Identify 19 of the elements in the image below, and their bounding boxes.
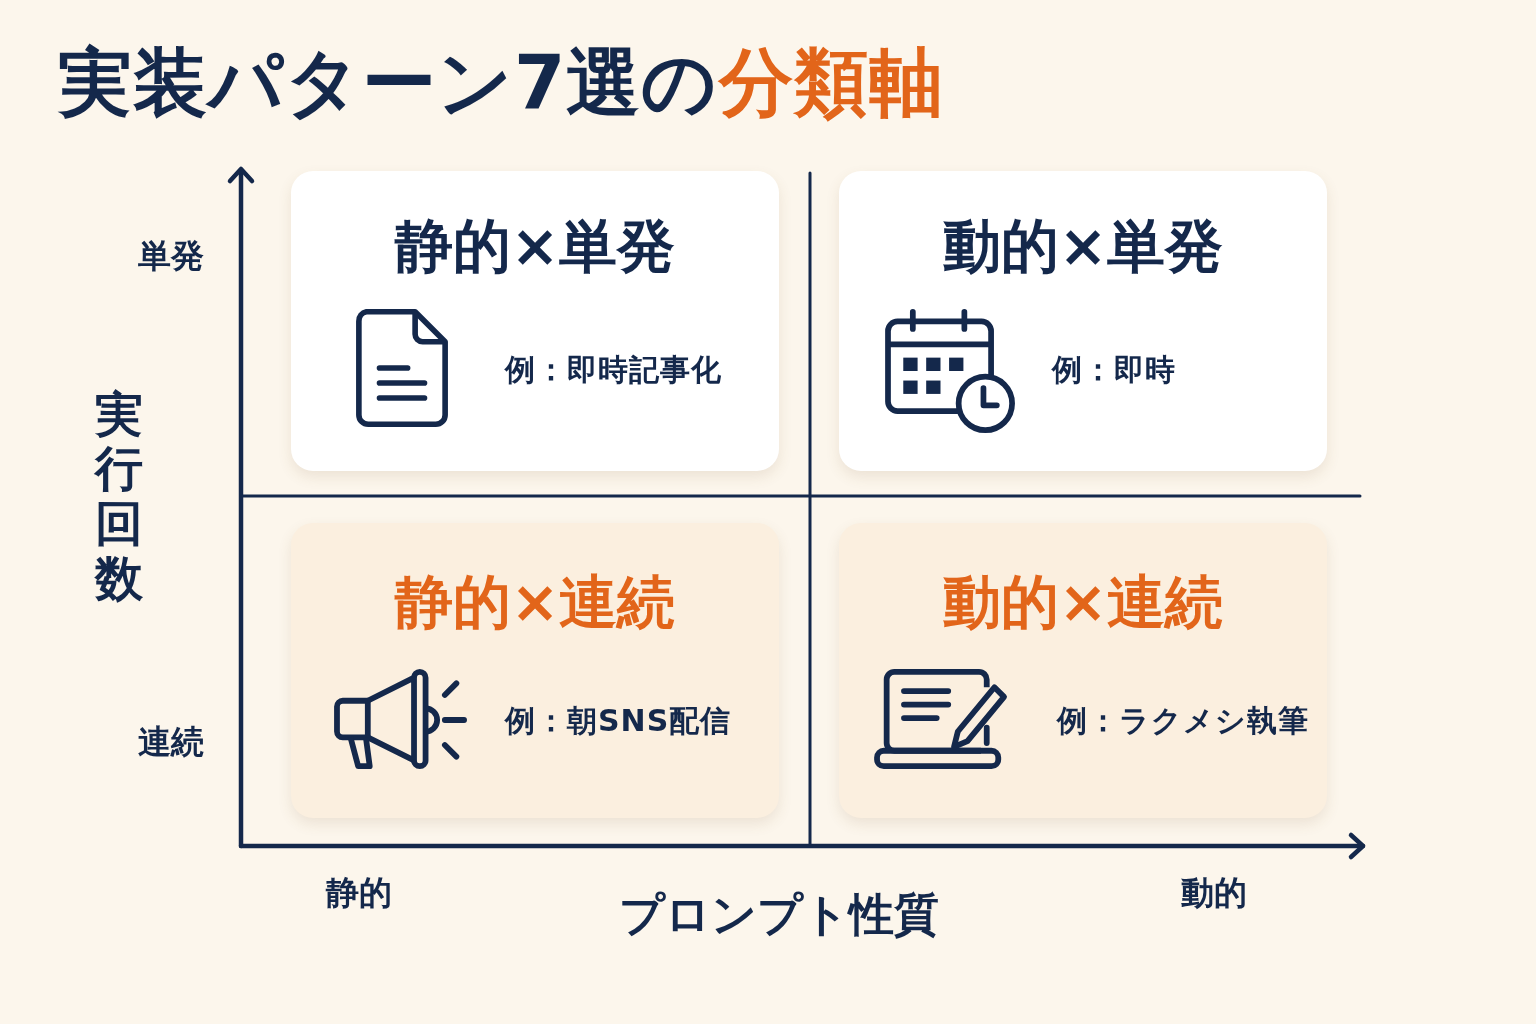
axis-tick-label: 連続	[138, 722, 204, 762]
quadrant-heading: 動的×連続	[941, 569, 1225, 636]
quadrant-card	[839, 523, 1327, 818]
quadrant-heading: 静的×単発	[393, 213, 677, 280]
title: 実装パターン7選の分類軸	[58, 38, 944, 127]
quadrant-card	[839, 171, 1327, 471]
quadrant-heading: 静的×連続	[393, 569, 677, 636]
axis-tick-label: 静的	[326, 873, 392, 913]
example-text: 例：朝SNS配信	[505, 703, 732, 739]
quadrant-card	[291, 523, 779, 818]
quadrant-card	[291, 171, 779, 471]
axis-tick-label: 単発	[138, 236, 204, 276]
example-text: 例：即時	[1052, 352, 1176, 388]
axis-tick-label: 動的	[1181, 873, 1247, 913]
quadrant-heading: 動的×単発	[941, 213, 1225, 280]
axis-title: 実行回数	[93, 386, 144, 606]
example-text: 例：ラクメシ執筆	[1057, 703, 1309, 739]
axis-title: プロンプト性質	[619, 888, 939, 942]
example-text: 例：即時記事化	[505, 352, 722, 388]
